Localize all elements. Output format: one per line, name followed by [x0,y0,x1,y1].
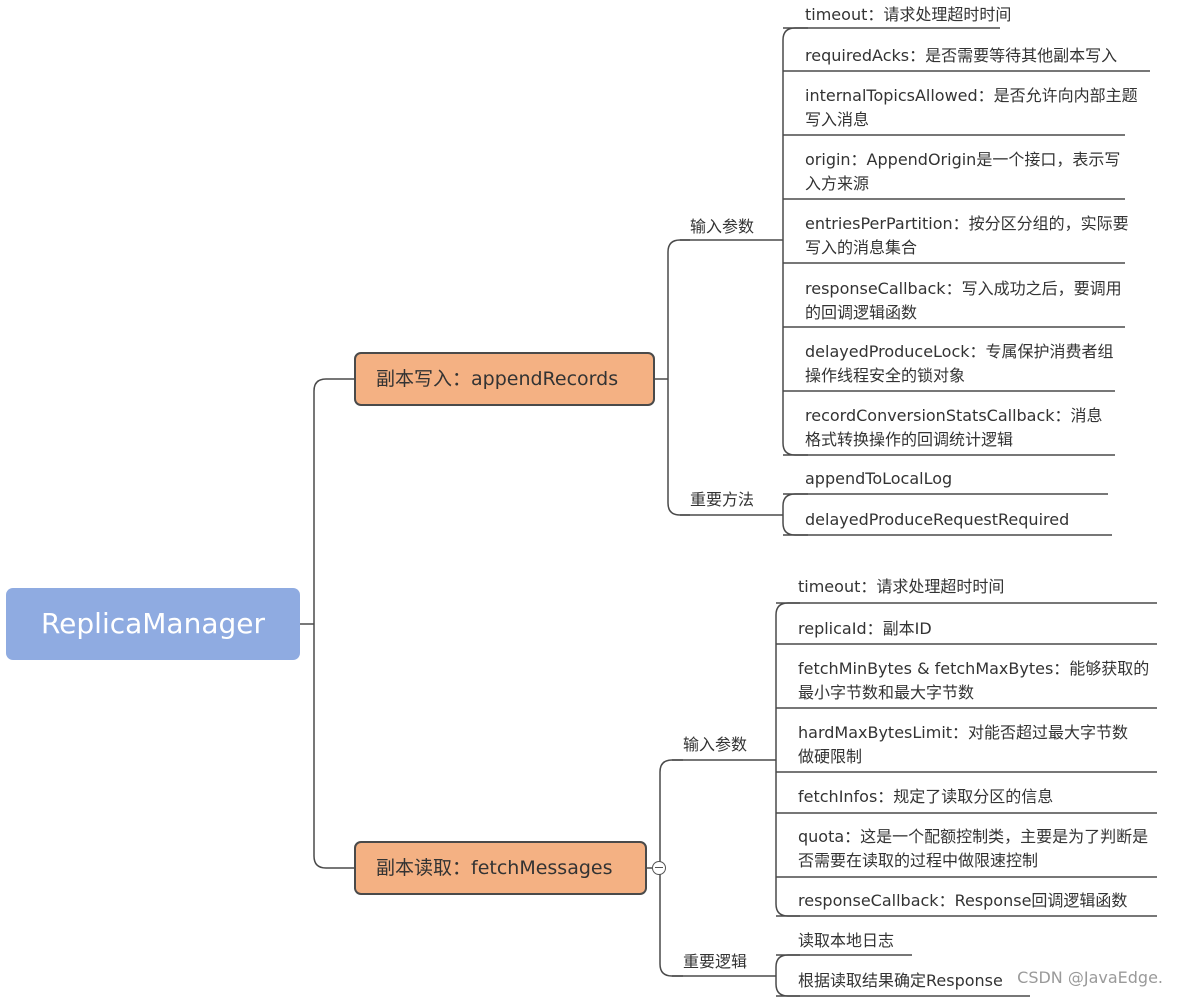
append-input-record-conversion-stats-callback[interactable]: recordConversionStatsCallback：消息格式转换操作的回… [805,406,1103,449]
fetch-input-replica-id[interactable]: replicaId：副本ID [798,619,932,638]
fetch-input-fetch-infos[interactable]: fetchInfos：规定了读取分区的信息 [798,787,1054,806]
fetch-inputs-topic[interactable]: 输入参数 [683,735,748,754]
append-input-origin[interactable]: origin：AppendOrigin是一个接口，表示写入方来源 [805,150,1121,193]
append-input-response-callback[interactable]: responseCallback：写入成功之后，要调用的回调逻辑函数 [805,279,1122,322]
collapse-toggle[interactable] [652,861,666,875]
fetch-input-timeout[interactable]: timeout：请求处理超时时间 [798,577,1005,596]
fetch-input-fetch-min-max-bytes[interactable]: fetchMinBytes & fetchMaxBytes：能够获取的最小字节数… [798,659,1150,702]
append-input-timeout[interactable]: timeout：请求处理超时时间 [805,5,1012,24]
fetch-input-hard-max-bytes-limit[interactable]: hardMaxBytesLimit：对能否超过最大字节数做硬限制 [798,723,1129,766]
append-method-delayed-produce-request-required[interactable]: delayedProduceRequestRequired [805,510,1070,529]
append-method-append-to-local-log[interactable]: appendToLocalLog [805,469,953,488]
fetch-logic-determine-response[interactable]: 根据读取结果确定Response [798,971,1003,990]
root-node-replicamanager[interactable]: ReplicaManager [6,588,300,660]
fetch-input-quota[interactable]: quota：这是一个配额控制类，主要是为了判断是否需要在读取的过程中做限速控制 [798,827,1149,870]
append-input-internal-topics-allowed[interactable]: internalTopicsAllowed：是否允许向内部主题写入消息 [805,86,1138,129]
append-input-required-acks[interactable]: requiredAcks：是否需要等待其他副本写入 [805,46,1118,65]
branch-append-records[interactable]: 副本写入：appendRecords [354,352,655,406]
branch-fetch-messages[interactable]: 副本读取：fetchMessages [354,841,647,895]
fetch-logic-topic[interactable]: 重要逻辑 [683,952,748,971]
append-input-delayed-produce-lock[interactable]: delayedProduceLock：专属保护消费者组操作线程安全的锁对象 [805,342,1114,385]
append-inputs-topic[interactable]: 输入参数 [690,217,755,236]
watermark: CSDN @JavaEdge. [1017,968,1163,987]
fetch-logic-read-local-log[interactable]: 读取本地日志 [798,931,895,950]
append-methods-topic[interactable]: 重要方法 [690,490,755,509]
append-input-entries-per-partition[interactable]: entriesPerPartition：按分区分组的，实际要写入的消息集合 [805,214,1129,257]
fetch-input-response-callback[interactable]: responseCallback：Response回调逻辑函数 [798,891,1128,910]
